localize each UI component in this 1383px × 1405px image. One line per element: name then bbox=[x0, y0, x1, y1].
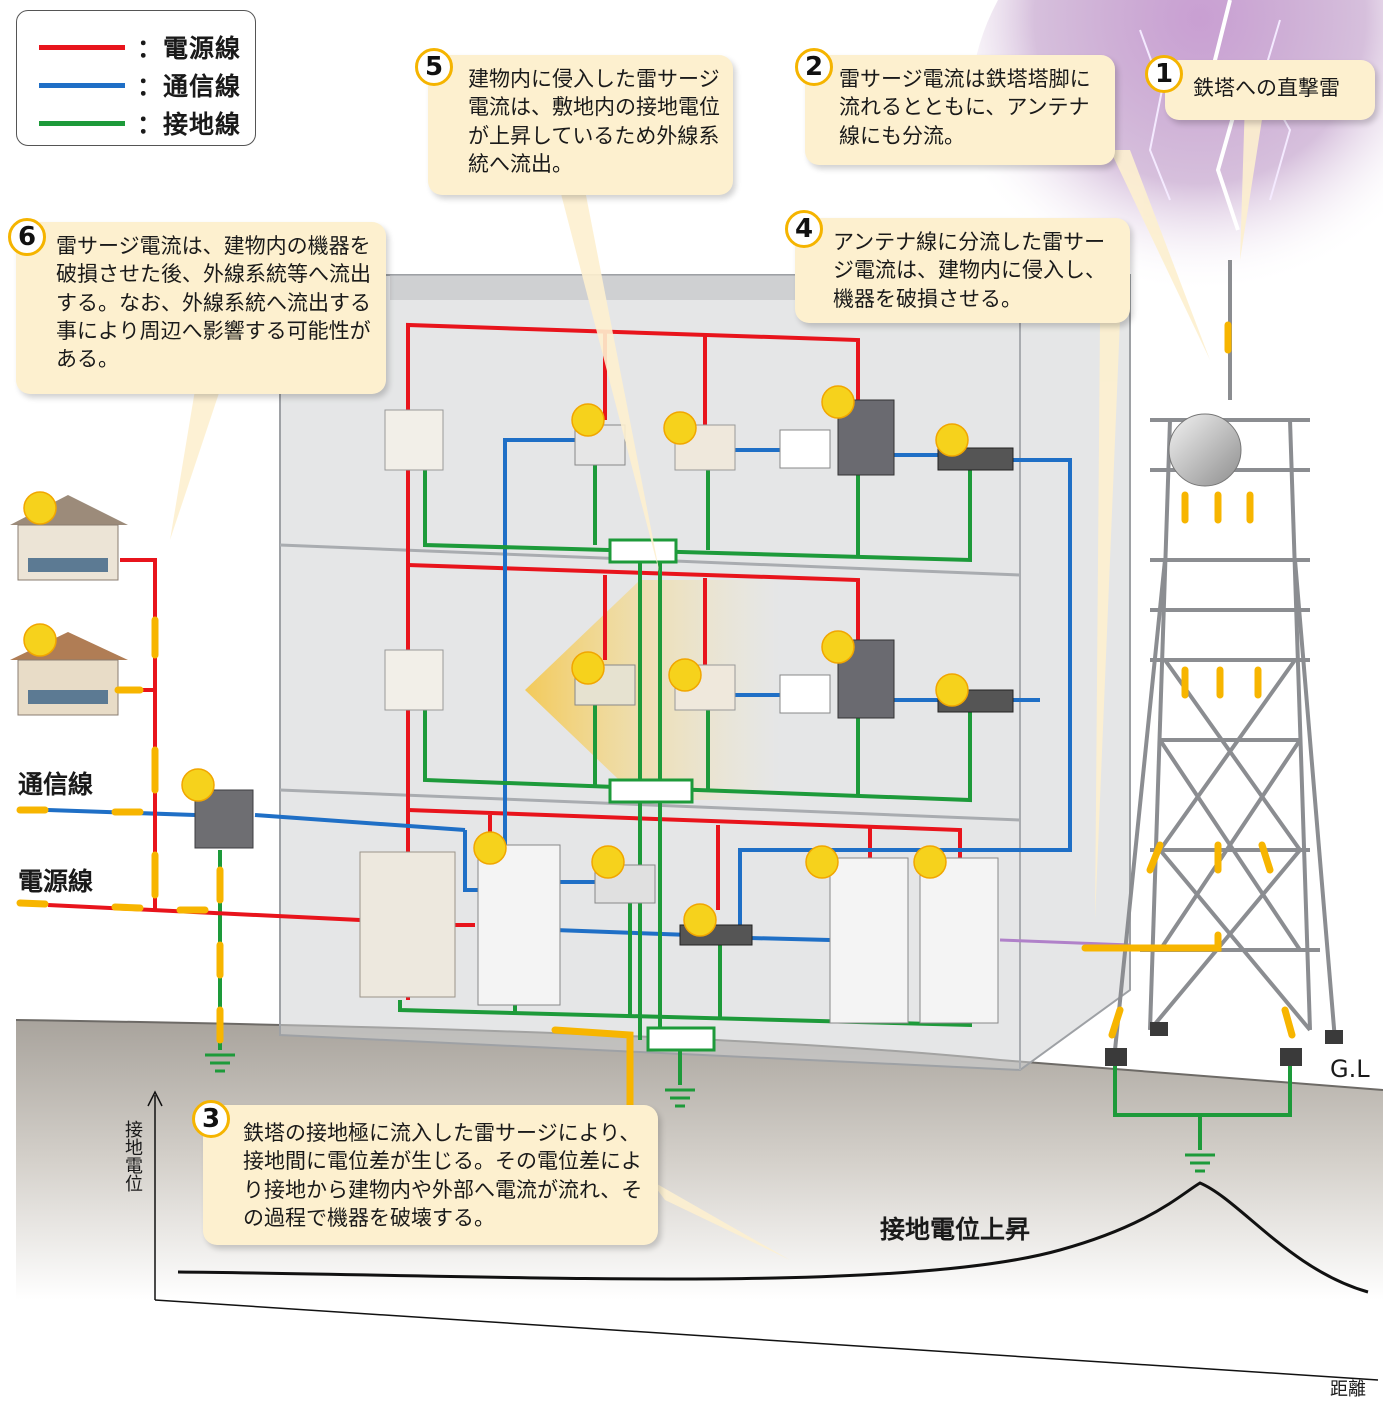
callout-3-text: 鉄塔の接地極に流入した雷サージにより、接地間に電位差が生じる。その電位差により接… bbox=[243, 1121, 643, 1231]
callout-1: 鉄塔への直撃雷 bbox=[1165, 60, 1375, 120]
steel-tower bbox=[1113, 260, 1337, 1051]
callout-5-text: 建物内に侵入した雷サージ電流は、敷地内の接地電位が上昇しているため外線系統へ流出… bbox=[468, 67, 720, 177]
legend-label-power: ：電源線 bbox=[137, 34, 242, 63]
callout-4-text: アンテナ線に分流した雷サージ電流は、建物内に侵入し、機器を破損させる。 bbox=[833, 230, 1106, 311]
callout-2-text: 雷サージ電流は鉄塔塔脚に流れるとともに、アンテナ線にも分流。 bbox=[839, 67, 1091, 148]
x-axis-label: 距離 bbox=[1330, 1379, 1366, 1400]
ground-symbols bbox=[205, 1053, 1215, 1173]
callout-4: アンテナ線に分流した雷サージ電流は、建物内に侵入し、機器を破損させる。 bbox=[795, 218, 1130, 323]
callout-5: 建物内に侵入した雷サージ電流は、敷地内の接地電位が上昇しているため外線系統へ流出… bbox=[428, 55, 733, 195]
callout-pointers bbox=[170, 100, 1265, 1260]
callout-4-badge: 4 bbox=[785, 210, 823, 248]
callout-6-badge: 6 bbox=[8, 218, 46, 256]
callout-3-badge: 3 bbox=[192, 1100, 230, 1138]
comm-line-label: 通信線 bbox=[18, 770, 94, 799]
callout-5-badge: 5 bbox=[415, 48, 453, 86]
legend-item-power: ：電源線 bbox=[39, 29, 241, 65]
floor-equipment bbox=[359, 399, 1014, 1024]
legend: ：電源線 ：通信線 ：接地線 bbox=[16, 10, 256, 146]
legend-swatch-ground bbox=[39, 120, 125, 126]
legend-item-comm: ：通信線 bbox=[39, 67, 241, 103]
potential-rise-curve bbox=[177, 1181, 1369, 1294]
spark-bursts bbox=[23, 385, 969, 937]
surge-arrows bbox=[16, 321, 1296, 1129]
power-line-label: 電源線 bbox=[18, 867, 94, 896]
legend-label-ground: ：接地線 bbox=[137, 110, 242, 139]
callout-2-badge: 2 bbox=[795, 48, 833, 86]
potential-rise-label: 接地電位上昇 bbox=[880, 1215, 1031, 1244]
ground-level-label: G.L bbox=[1330, 1055, 1370, 1083]
potential-chart bbox=[147, 1090, 1379, 1381]
tower-dish bbox=[1168, 413, 1242, 487]
legend-label-comm: ：通信線 bbox=[137, 72, 242, 101]
legend-item-ground: ：接地線 bbox=[39, 105, 241, 141]
ground-wiring bbox=[218, 455, 1292, 1150]
callout-6: 雷サージ電流は、建物内の機器を破損させた後、外線系統等へ流出する。なお、外線系統… bbox=[16, 222, 386, 394]
legend-swatch-comm bbox=[39, 82, 125, 88]
ground-terminals bbox=[608, 538, 716, 1052]
callout-1-text: 鉄塔への直撃雷 bbox=[1193, 76, 1340, 100]
tower-feet bbox=[1105, 1022, 1343, 1066]
callout-1-badge: 1 bbox=[1145, 55, 1183, 93]
legend-swatch-power bbox=[39, 44, 125, 50]
callout-2: 雷サージ電流は鉄塔塔脚に流れるとともに、アンテナ線にも分流。 bbox=[805, 55, 1115, 165]
y-axis-label: 接地電位 bbox=[122, 1120, 143, 1192]
callout-3: 鉄塔の接地極に流入した雷サージにより、接地間に電位差が生じる。その電位差により接… bbox=[203, 1105, 658, 1245]
callout-6-text: 雷サージ電流は、建物内の機器を破損させた後、外線系統等へ流出する。なお、外線系統… bbox=[56, 234, 371, 372]
